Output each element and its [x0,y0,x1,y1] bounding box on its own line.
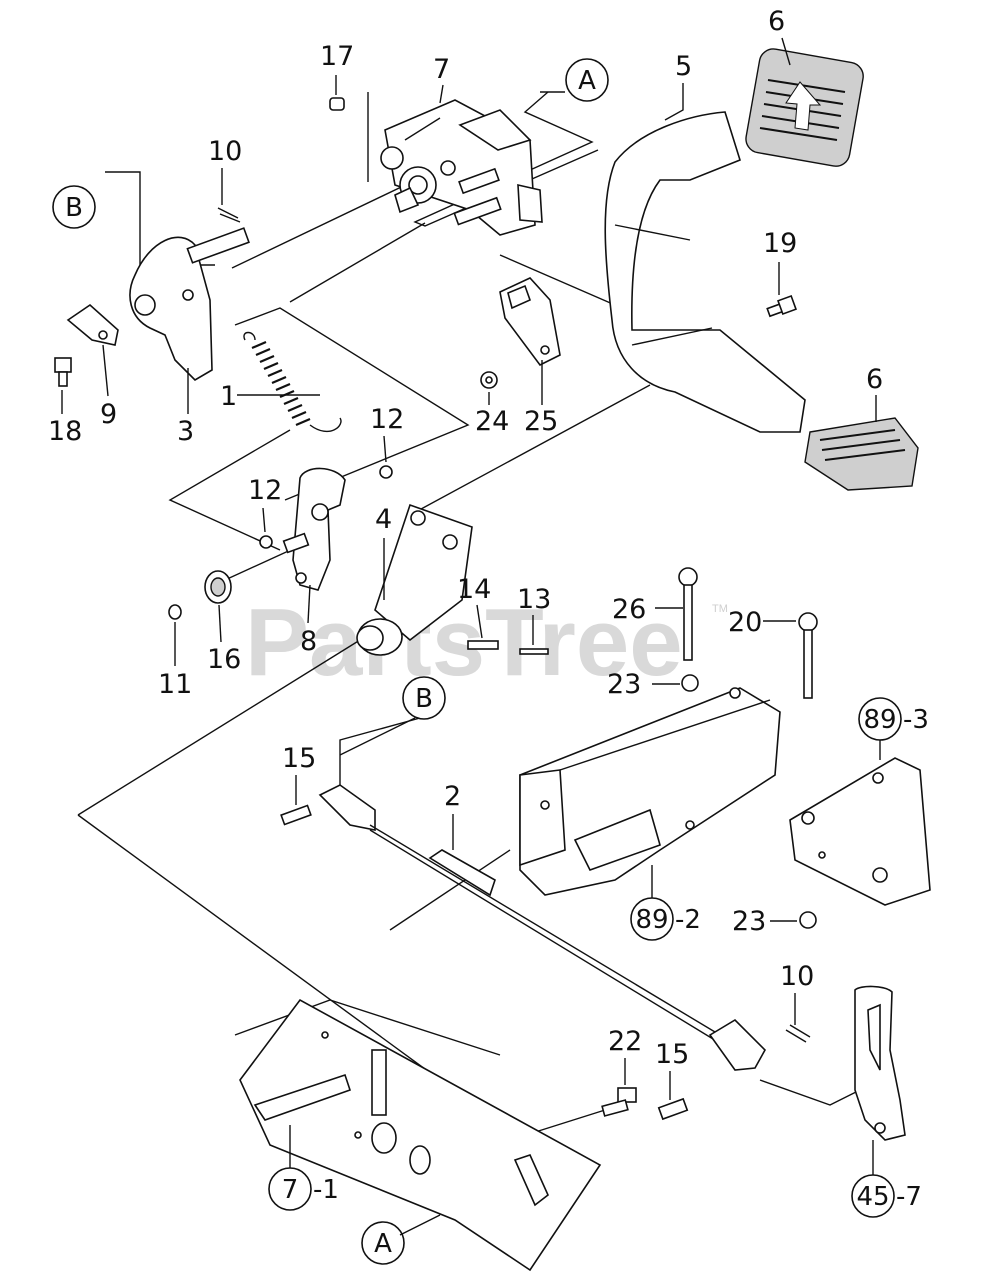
ref-89-3-suffix: -3 [903,705,929,735]
part-4-pivot-plate [356,503,473,656]
part-15-clevis-pin-lower [657,1097,689,1121]
part-7-1-frame [239,998,602,1272]
callout-ticks [61,37,877,1100]
callout-15-upper: 15 [282,743,316,774]
ref-a-bottom: A [374,1229,392,1259]
part-19-bolt [766,295,797,318]
callout-5: 5 [675,51,692,82]
callout-6-upper: 6 [768,6,785,37]
callout-19: 19 [763,228,797,259]
part-22-bolt [601,1087,637,1117]
callout-12-left: 12 [248,475,282,506]
callout-2: 2 [444,781,461,812]
callout-23-lower: 23 [732,906,766,937]
part-8-arm [282,467,346,591]
callout-16: 16 [207,644,241,675]
watermark-trademark: TM [712,603,728,615]
part-10-cotter-pin [217,207,241,223]
part-20-bolt [798,612,818,699]
part-17-bolt [329,97,345,111]
callout-17: 17 [320,41,354,72]
part-12-snap-ring-left [259,535,273,549]
ref-45-7-suffix: -7 [896,1182,922,1212]
part-14-pin [467,640,499,650]
callout-18: 18 [48,416,82,447]
callout-11: 11 [158,669,192,700]
part-2-brake-rod [318,784,766,1071]
callout-25: 25 [524,406,558,437]
part-23-nut-lower [799,911,817,929]
ref-b-middle: B [415,684,433,714]
part-15-clevis-pin-upper [280,804,312,826]
callout-7: 7 [433,54,450,85]
callout-1: 1 [220,381,237,412]
part-25-plate [499,277,561,367]
callout-14: 14 [457,574,491,605]
part-5-pedal-arm [604,111,806,433]
ref-45-7-num: 45 [856,1182,889,1212]
part-12-snap-ring-right [379,465,393,479]
part-45-7-lever [854,985,906,1141]
part-89-3-bracket [789,757,931,906]
callout-9: 9 [100,399,117,430]
callout-6-lower: 6 [866,364,883,395]
callout-3: 3 [177,416,194,447]
part-18-bolt [54,357,72,387]
part-9-bracket [66,303,119,346]
part-3-cam-plate [129,227,250,382]
callout-10-upper: 10 [208,136,242,167]
assembly-references: 89 -3 89 -2 7 -1 45 -7 [268,697,929,1236]
ref-89-2-num: 89 [635,905,668,935]
callout-4: 4 [375,504,392,535]
callout-23-upper: 23 [607,669,641,700]
part-11-ring [168,604,182,620]
part-23-nut-upper [681,674,699,692]
part-13-pin [519,648,549,655]
callout-20: 20 [728,607,762,638]
part-16-bearing [204,570,232,604]
callout-22: 22 [608,1026,642,1057]
part-7-pedal-bracket [380,99,543,236]
callout-12-right: 12 [370,404,404,435]
reference-letters: A B B A [52,58,609,1265]
part-1-spring [243,331,342,432]
callout-8: 8 [300,626,317,657]
part-24-nut [480,371,498,389]
part-6-pedal-pad-upper [745,48,864,167]
callout-15-lower: 15 [655,1039,689,1070]
part-89-2-frame-bracket [519,687,781,896]
ref-b-top: B [65,193,83,223]
part-10-cotter-pin-lower [785,1024,811,1043]
callout-labels: 17 7 5 6 10 19 6 1 12 18 9 3 24 25 12 4 … [48,6,883,1070]
watermark: PartsTree [245,589,683,696]
callout-24: 24 [475,406,509,437]
ref-89-3-num: 89 [863,705,896,735]
callout-13: 13 [517,584,551,615]
ref-7-1-suffix: -1 [313,1175,339,1205]
callout-10-lower: 10 [780,961,814,992]
ref-89-2-suffix: -2 [675,905,701,935]
part-26-bolt [678,567,698,661]
part-6-pedal-pad-lower [804,417,919,491]
ref-a-top: A [578,66,596,96]
callout-26: 26 [612,594,646,625]
ref-7-1-num: 7 [282,1175,299,1205]
